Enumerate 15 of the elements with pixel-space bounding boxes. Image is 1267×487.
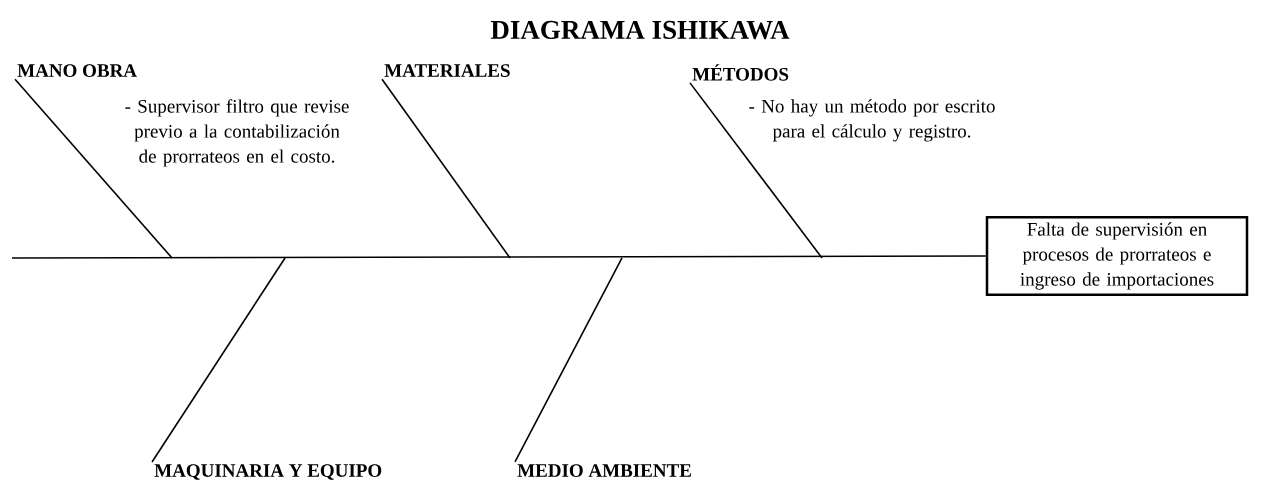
bone-line [514, 257, 623, 463]
bone-line [14, 78, 173, 259]
effect-box: Falta de supervisión en procesos de prorrateos e ingreso de importaciones [985, 216, 1249, 296]
category-label: MEDIO AMBIENTE [517, 464, 691, 477]
category-label: MAQUINARIA Y EQUIPO [154, 464, 382, 480]
bone-line [689, 82, 823, 259]
cause-text: - No hay un método por escrito para el cálculo y registro. [749, 99, 995, 142]
cause-text: - Supervisor filtro que revise previo a la contabilización de prorrateos en el costo. [125, 99, 349, 167]
bone-line [381, 78, 511, 259]
spine-line [11, 255, 987, 259]
title: DIAGRAMA ISHIKAWA [490, 20, 790, 40]
bone-line [151, 257, 286, 463]
category-label: MÉTODOS [692, 64, 789, 81]
category-label: MATERIALES [384, 64, 510, 77]
category-label: MANO OBRA [17, 64, 137, 77]
